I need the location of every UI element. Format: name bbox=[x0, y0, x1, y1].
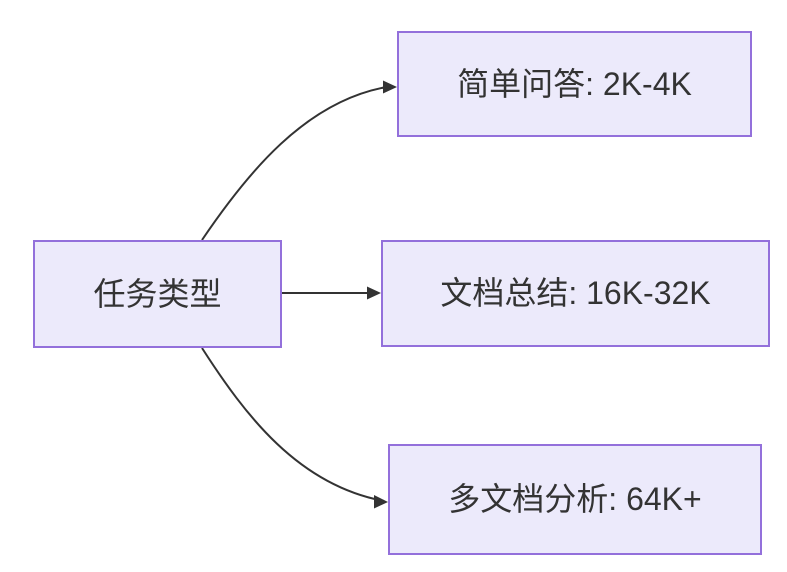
node-multi-doc-label: 多文档分析: 64K+ bbox=[448, 481, 702, 518]
node-task-type: 任务类型 bbox=[33, 240, 282, 348]
node-doc-summary: 文档总结: 16K-32K bbox=[381, 240, 770, 347]
arrowhead-icon bbox=[383, 80, 397, 94]
node-simple-qa: 简单问答: 2K-4K bbox=[397, 31, 752, 137]
edge-root-to-simple-qa bbox=[201, 80, 397, 241]
node-doc-summary-label: 文档总结: 16K-32K bbox=[440, 275, 711, 312]
node-simple-qa-label: 简单问答: 2K-4K bbox=[457, 65, 692, 102]
edge-line bbox=[201, 347, 385, 502]
arrowhead-icon bbox=[374, 495, 388, 509]
node-task-type-label: 任务类型 bbox=[93, 275, 222, 312]
edge-root-to-doc-summary bbox=[282, 286, 381, 300]
edge-root-to-multi-doc bbox=[201, 347, 388, 509]
node-multi-doc: 多文档分析: 64K+ bbox=[388, 444, 762, 555]
edge-line bbox=[201, 86, 385, 241]
arrowhead-icon bbox=[367, 286, 381, 300]
